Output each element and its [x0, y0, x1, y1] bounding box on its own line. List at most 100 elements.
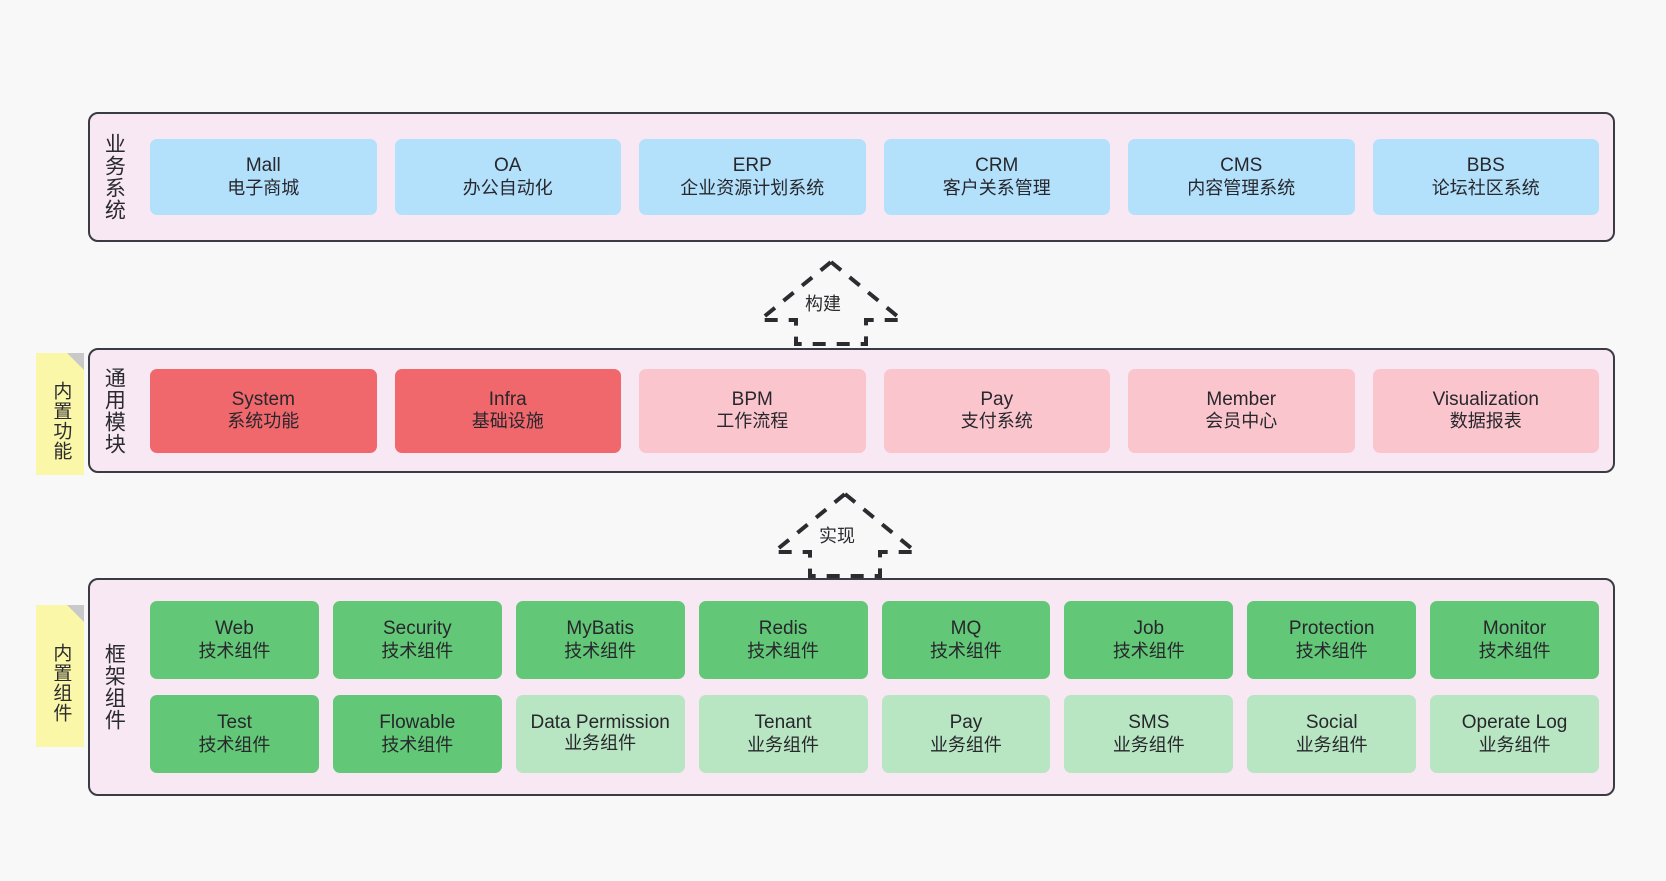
node-sms[interactable]: SMS 业务组件: [1064, 695, 1234, 773]
node-crm[interactable]: CRM 客户关系管理: [883, 139, 1110, 215]
node-infra-en: Infra: [488, 388, 527, 410]
node-mq-en: MQ: [950, 618, 982, 640]
layer-common-body: System 系统功能 Infra 基础设施 BPM 工作流程 Pay 支付系统…: [136, 350, 1613, 471]
sticky-note-builtin-components-label: 内置组件: [50, 643, 72, 723]
node-pay-component-cn: 业务组件: [929, 734, 1002, 755]
node-mq[interactable]: MQ 技术组件: [881, 601, 1051, 679]
sticky-note-builtin-features: 内置功能: [36, 353, 84, 475]
arrow-implement: 实现: [768, 490, 922, 578]
node-monitor-cn: 技术组件: [1478, 640, 1551, 661]
layer-business-title: 业务系统: [102, 133, 126, 221]
node-visualization-cn: 数据报表: [1449, 411, 1522, 432]
layer-common-modules: 通用模块 System 系统功能 Infra 基础设施 BPM 工作流程 Pay…: [88, 348, 1615, 473]
node-web-en: Web: [215, 618, 254, 640]
sticky-note-builtin-components: 内置组件: [36, 605, 84, 747]
node-web[interactable]: Web 技术组件: [150, 601, 319, 679]
node-oa-en: OA: [494, 155, 522, 177]
node-test[interactable]: Test 技术组件: [150, 695, 319, 773]
node-data-permission[interactable]: Data Permission 业务组件: [515, 695, 685, 773]
node-mall[interactable]: Mall 电子商城: [150, 139, 377, 215]
node-erp-cn: 企业资源计划系统: [680, 177, 825, 198]
node-cms-cn: 内容管理系统: [1187, 177, 1296, 198]
layer-common-title: 通用模块: [102, 366, 126, 455]
node-monitor[interactable]: Monitor 技术组件: [1430, 601, 1599, 679]
arrow-implement-label: 实现: [816, 522, 858, 548]
node-bpm-cn: 工作流程: [716, 411, 789, 432]
node-operate-log[interactable]: Operate Log 业务组件: [1430, 695, 1599, 773]
node-pay-module-cn: 支付系统: [960, 411, 1033, 432]
node-flowable[interactable]: Flowable 技术组件: [332, 695, 502, 773]
node-social-cn: 业务组件: [1295, 734, 1368, 755]
layer-framework-body: Web 技术组件 Security 技术组件 MyBatis 技术组件 Redi…: [136, 580, 1613, 794]
layer-framework-components: 框架组件 Web 技术组件 Security 技术组件 MyBatis 技术组件…: [88, 578, 1615, 796]
node-visualization[interactable]: Visualization 数据报表: [1372, 368, 1599, 453]
node-redis-en: Redis: [758, 618, 808, 640]
node-crm-cn: 客户关系管理: [942, 177, 1051, 198]
node-tenant-cn: 业务组件: [747, 734, 820, 755]
sticky-note-builtin-features-label: 内置功能: [50, 381, 72, 461]
node-pay-component[interactable]: Pay 业务组件: [881, 695, 1051, 773]
node-job-cn: 技术组件: [1112, 640, 1185, 661]
arrow-build-shape: [754, 259, 908, 346]
node-mq-cn: 技术组件: [929, 640, 1002, 661]
node-social-en: Social: [1305, 712, 1358, 734]
node-crm-en: CRM: [975, 155, 1019, 177]
node-redis-cn: 技术组件: [747, 640, 820, 661]
node-bpm[interactable]: BPM 工作流程: [639, 368, 866, 453]
layer-framework-title: 框架组件: [102, 643, 126, 731]
business-row: Mall 电子商城 OA 办公自动化 ERP 企业资源计划系统 CRM 客户关系…: [150, 139, 1599, 215]
node-protection[interactable]: Protection 技术组件: [1247, 601, 1417, 679]
node-system[interactable]: System 系统功能: [150, 368, 377, 453]
node-mybatis-cn: 技术组件: [564, 640, 637, 661]
node-security-en: Security: [382, 618, 452, 640]
node-data-permission-en: Data Permission: [530, 712, 670, 734]
node-cms[interactable]: CMS 内容管理系统: [1128, 139, 1355, 215]
node-job[interactable]: Job 技术组件: [1064, 601, 1234, 679]
node-mall-en: Mall: [245, 155, 281, 177]
node-operate-log-en: Operate Log: [1461, 712, 1568, 734]
node-oa-cn: 办公自动化: [462, 177, 553, 198]
node-member[interactable]: Member 会员中心: [1128, 368, 1355, 453]
node-operate-log-cn: 业务组件: [1478, 734, 1551, 755]
node-member-en: Member: [1206, 388, 1277, 410]
node-security-cn: 技术组件: [381, 640, 454, 661]
node-job-en: Job: [1133, 618, 1165, 640]
layer-business-systems: 业务系统 Mall 电子商城 OA 办公自动化 ERP 企业资源计划系统 CRM…: [88, 112, 1615, 242]
node-pay-module[interactable]: Pay 支付系统: [883, 368, 1110, 453]
node-oa[interactable]: OA 办公自动化: [394, 139, 621, 215]
node-pay-module-en: Pay: [980, 388, 1014, 410]
node-monitor-en: Monitor: [1482, 618, 1547, 640]
node-data-permission-cn: 业务组件: [564, 732, 637, 753]
node-tenant[interactable]: Tenant 业务组件: [698, 695, 868, 773]
node-system-cn: 系统功能: [227, 411, 300, 432]
node-security[interactable]: Security 技术组件: [332, 601, 502, 679]
node-sms-cn: 业务组件: [1112, 734, 1185, 755]
node-mybatis-en: MyBatis: [566, 618, 634, 640]
node-bbs[interactable]: BBS 论坛社区系统: [1372, 139, 1599, 215]
node-erp-en: ERP: [732, 155, 772, 177]
node-member-cn: 会员中心: [1205, 411, 1278, 432]
common-row: System 系统功能 Infra 基础设施 BPM 工作流程 Pay 支付系统…: [150, 368, 1599, 453]
node-mybatis[interactable]: MyBatis 技术组件: [515, 601, 685, 679]
node-social[interactable]: Social 业务组件: [1247, 695, 1417, 773]
node-infra[interactable]: Infra 基础设施: [394, 368, 621, 453]
node-flowable-en: Flowable: [379, 712, 456, 734]
sticky-fold-corner-icon: [67, 353, 84, 370]
framework-row-technical: Web 技术组件 Security 技术组件 MyBatis 技术组件 Redi…: [150, 601, 1599, 679]
arrow-build-label: 构建: [802, 290, 844, 316]
sticky-fold-corner-icon: [67, 605, 84, 622]
node-redis[interactable]: Redis 技术组件: [698, 601, 868, 679]
node-protection-cn: 技术组件: [1295, 640, 1368, 661]
node-bbs-en: BBS: [1466, 155, 1505, 177]
node-mall-cn: 电子商城: [227, 177, 300, 198]
node-bbs-cn: 论坛社区系统: [1431, 177, 1540, 198]
node-test-en: Test: [217, 712, 252, 734]
node-erp[interactable]: ERP 企业资源计划系统: [639, 139, 866, 215]
node-test-cn: 技术组件: [198, 734, 271, 755]
node-pay-component-en: Pay: [949, 712, 983, 734]
node-sms-en: SMS: [1128, 712, 1170, 734]
node-infra-cn: 基础设施: [471, 411, 544, 432]
node-cms-en: CMS: [1220, 155, 1263, 177]
framework-row-business: Test 技术组件 Flowable 技术组件 Data Permission …: [150, 695, 1599, 773]
